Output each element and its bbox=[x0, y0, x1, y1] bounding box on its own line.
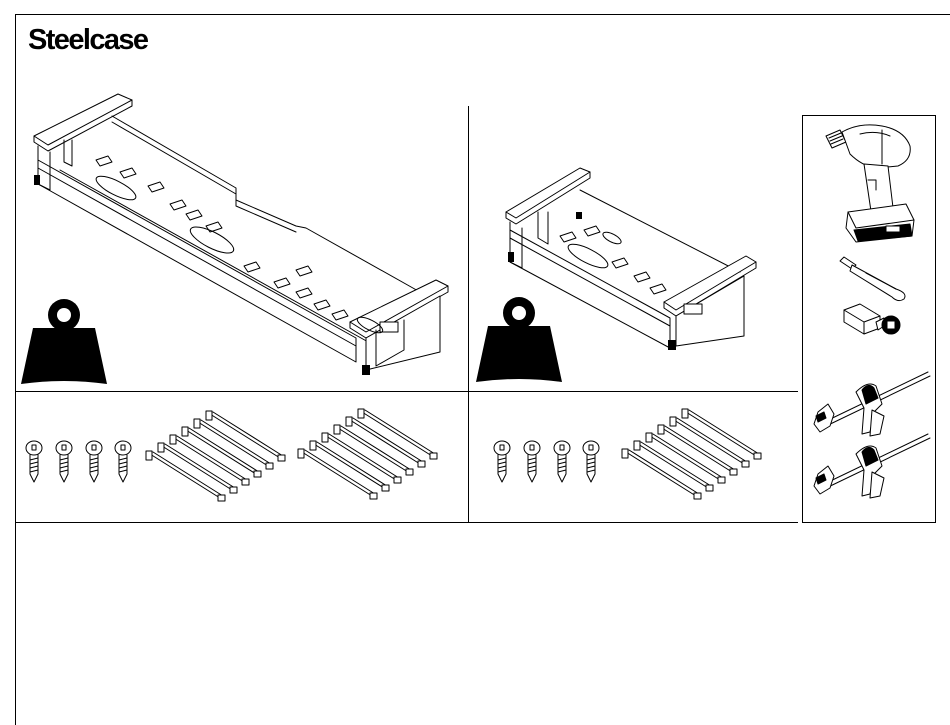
cross-bar-set bbox=[292, 406, 442, 506]
screw-set-large bbox=[22, 440, 142, 490]
weight-icon bbox=[19, 296, 109, 386]
bar-clamp-icon bbox=[810, 430, 940, 500]
divider-row-1 bbox=[15, 391, 798, 392]
screw-set-small bbox=[490, 440, 610, 490]
brand-logo: Steelcase bbox=[28, 24, 147, 57]
weight-icon bbox=[474, 294, 564, 384]
bar-clamp-icon bbox=[810, 368, 940, 438]
cross-bar-set bbox=[616, 406, 766, 506]
driver-bit-icon bbox=[836, 255, 916, 305]
square-socket-bit-icon bbox=[838, 304, 918, 344]
cross-bar-set bbox=[140, 408, 290, 508]
cordless-drill-icon bbox=[820, 120, 920, 240]
divider-row-2 bbox=[15, 522, 798, 523]
